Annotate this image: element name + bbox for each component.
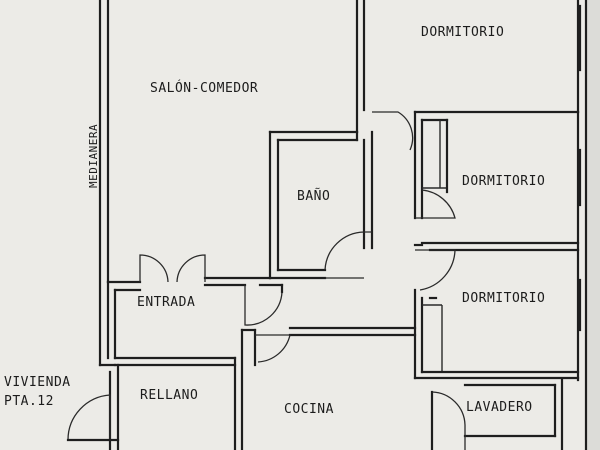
room-label-cocina: COCINA: [284, 402, 334, 417]
room-label-lavadero: LAVADERO: [466, 400, 533, 415]
label-pta: PTA.12: [4, 394, 54, 409]
room-label-entrada: ENTRADA: [137, 295, 195, 310]
label-vivienda: VIVIENDA: [4, 375, 71, 390]
door-swings: [66, 111, 466, 450]
room-label-salon-comedor: SALÓN-COMEDOR: [150, 80, 258, 96]
room-label-rellano: RELLANO: [140, 388, 198, 403]
room-label-bano: BAÑO: [297, 188, 330, 204]
room-label-dormitorio-3: DORMITORIO: [462, 291, 545, 306]
room-label-dormitorio-1: DORMITORIO: [421, 25, 504, 40]
label-medianera: MEDIANERA: [87, 124, 100, 188]
room-label-dormitorio-2: DORMITORIO: [462, 174, 545, 189]
right-edge-shadow: [586, 0, 600, 450]
walls: [98, 0, 588, 450]
